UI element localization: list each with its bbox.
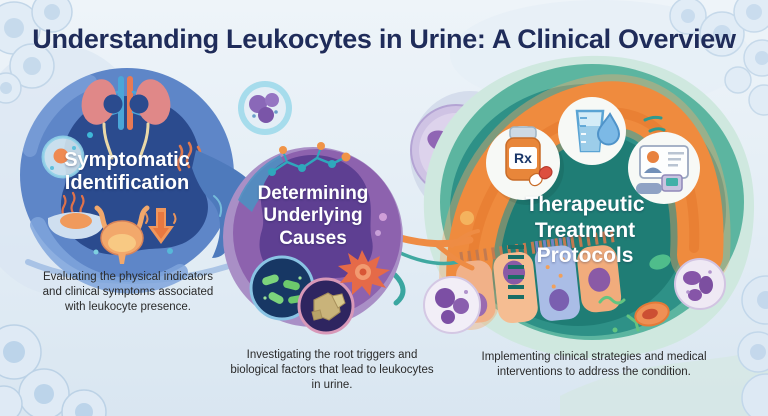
orange-cell bbox=[634, 301, 670, 327]
connector-2 bbox=[396, 229, 480, 271]
molecule-icon bbox=[268, 142, 351, 176]
down-arrow-icon bbox=[145, 208, 177, 244]
measuring-cup-icon bbox=[558, 97, 626, 165]
infographic-title: Understanding Leukocytes in Urine: A Cli… bbox=[32, 24, 736, 54]
stage3-blob: Rx bbox=[423, 55, 755, 359]
rx-bottle-icon: Rx bbox=[486, 126, 564, 205]
stage2-blob bbox=[223, 142, 403, 335]
stage1-blob bbox=[20, 68, 259, 294]
inflamed-cell-icon bbox=[338, 250, 390, 296]
leukocyte-cell-small bbox=[238, 81, 292, 135]
cell-cluster-top-right bbox=[669, 0, 768, 116]
teal-crescent bbox=[392, 272, 406, 306]
leukocyte-in-tissue bbox=[674, 258, 726, 310]
kidneys-icon bbox=[81, 76, 171, 160]
green-oval-cell bbox=[649, 254, 671, 270]
kidney-stones-icon bbox=[297, 277, 355, 335]
cell-cluster-bottom-left bbox=[0, 324, 107, 416]
stage1-label: Symptomatic Identification bbox=[64, 149, 190, 194]
stage1-caption: Evaluating the physical indicators and c… bbox=[42, 271, 214, 314]
cell-icon bbox=[41, 135, 85, 179]
stage3-caption: Implementing clinical strategies and med… bbox=[481, 351, 707, 379]
sample-bowl-icon bbox=[48, 191, 104, 239]
cell-cluster-top-left bbox=[0, 0, 73, 104]
bladder-icon bbox=[94, 205, 150, 264]
stage2-caption: Investigating the root triggers and biol… bbox=[230, 349, 434, 392]
patient-monitor-icon bbox=[628, 132, 700, 204]
stage2-label: Determining Underlying Causes bbox=[257, 183, 369, 249]
leukocyte-cell-white bbox=[423, 276, 481, 334]
teal-dashes bbox=[643, 115, 666, 133]
cell-cluster-right-edge bbox=[737, 275, 768, 416]
bacteria-icon bbox=[249, 255, 315, 321]
rx-label: Rx bbox=[514, 150, 532, 166]
stage3-label: Therapeutic Treatment Protocols bbox=[525, 193, 645, 268]
